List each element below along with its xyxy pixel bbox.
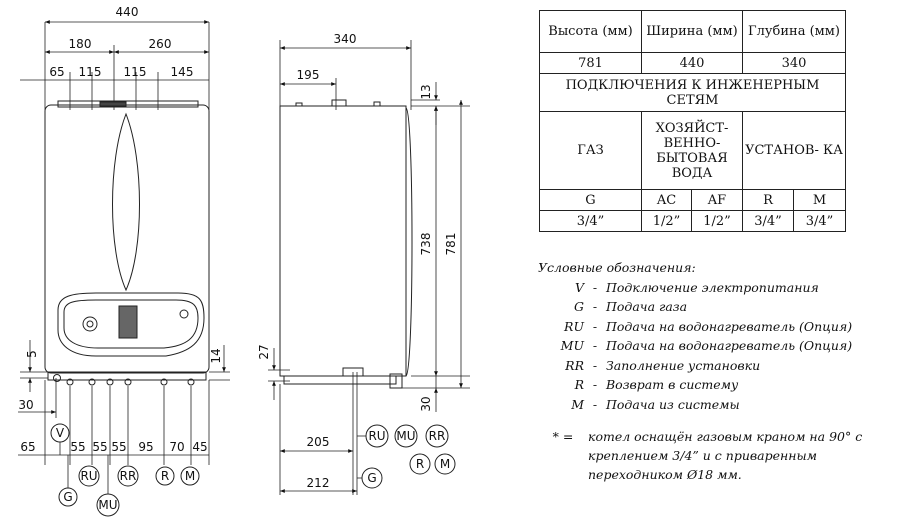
legend-code: V [574,279,584,295]
conn-side-m: M [440,457,450,471]
legend-code: RU [564,318,584,334]
conn-side-rr: RR [429,429,446,443]
size-r: 3/4” [742,210,794,232]
conn-side-g: G [367,471,376,485]
col-gas: ГАЗ [539,111,642,190]
conn-r: R [161,469,169,483]
legend-desc: Возврат в систему [606,377,739,392]
conn-mu: MU [98,498,117,512]
connections-title: ПОДКЛЮЧЕНИЯ К ИНЖЕНЕРНЫМ СЕТЯМ [538,73,847,112]
legend-code: G [574,299,584,314]
conn-side-r: R [416,457,424,471]
size-g: 3/4” [539,210,642,232]
value-depth: 340 [741,52,847,74]
legend-desc: Подача на водонагреватель (Опция) [606,338,853,353]
legend-code: MU [560,338,584,353]
dim-side-195: 195 [297,68,320,82]
table-row: ГАЗ ХОЗЯЙСТ- ВЕННО- БЫТОВАЯ ВОДА УСТАНОВ… [539,111,847,190]
dim-side-13: 13 [419,84,433,99]
front-view [18,20,230,517]
legend-desc: Подключение электропитания [606,279,819,295]
dim-side-30: 30 [419,396,433,411]
dim-side-781: 781 [444,233,458,256]
value-height: 781 [539,52,642,74]
dim-left-65: 65 [20,440,35,454]
dim-bottom-2: 55 [92,440,107,454]
dim-left-5: 5 [25,350,39,358]
list-item: RR-Заполнение установки [538,356,908,376]
code-af: AF [691,189,743,211]
dim-left-half: 180 [69,37,92,51]
legend-desc: Подача газа [606,299,688,314]
list-item: MU-Подача на водонагреватель (Опция) [538,336,908,356]
technical-drawing: 440 180 260 65 115 115 145 5 30 65 14 55… [18,5,470,517]
legend-code: M [571,396,584,412]
list-item: R-Возврат в систему [538,375,908,395]
conn-ru: RU [80,469,97,483]
table-row: Высота (мм) Ширина (мм) Глубина (мм) [539,10,847,53]
legend-desc: Заполнение установки [606,357,761,373]
dim-side-738: 738 [419,233,433,256]
legend-code: RR [565,357,584,373]
note-text: котел оснащён газовым краном на 90° с кр… [588,429,863,482]
header-width: Ширина (мм) [641,10,743,53]
legend-title: Условные обозначения: [538,260,696,275]
table-row: 3/4” 1/2” 1/2” 3/4” 3/4” [539,210,847,232]
value-width: 440 [641,52,743,74]
legend: Условные обозначения: V-Подключение элек… [538,258,908,484]
conn-m: M [185,469,195,483]
table-row: G AC AF R M [539,189,847,211]
header-height: Высота (мм) [539,10,642,53]
legend-code: R [574,377,584,392]
conn-side-ru: RU [368,429,385,443]
size-ac: 1/2” [641,210,692,232]
side-view [268,40,470,495]
list-item: V-Подключение электропитания [538,278,908,298]
code-m: M [792,189,847,211]
list-item: M-Подача из системы [538,395,908,415]
table-row: ПОДКЛЮЧЕНИЯ К ИНЖЕНЕРНЫМ СЕТЯМ [538,73,847,112]
header-depth: Глубина (мм) [741,10,847,53]
spec-table: Высота (мм) Ширина (мм) Глубина (мм) 781… [538,10,847,232]
dim-side-205: 205 [307,435,330,449]
dim-bottom-1: 55 [70,440,85,454]
dim-left-30: 30 [18,398,33,412]
dim-depth: 340 [334,32,357,46]
dim-top-4: 145 [171,65,194,79]
legend-desc: Подача из системы [606,396,740,412]
dim-side-212: 212 [307,476,330,490]
conn-side-mu: MU [396,429,415,443]
dim-top-1: 65 [49,65,64,79]
code-ac: AC [641,189,692,211]
size-af: 1/2” [691,210,743,232]
code-r: R [742,189,794,211]
conn-rr: RR [120,469,137,483]
dim-bottom-5: 70 [169,440,184,454]
legend-desc: Подача на водонагреватель (Опция) [606,318,853,334]
conn-g: G [63,490,72,504]
dim-bottom-6: 45 [192,440,207,454]
code-g: G [539,189,642,211]
dim-top-3: 115 [124,65,147,79]
col-dhw: ХОЗЯЙСТ- ВЕННО- БЫТОВАЯ ВОДА [641,111,743,190]
dim-right-half: 260 [149,37,172,51]
size-m: 3/4” [792,210,847,232]
dim-overall-width: 440 [116,5,139,19]
dim-top-2: 115 [79,65,102,79]
list-item: G-Подача газа [538,297,908,317]
legend-note: * = котел оснащён газовым краном на 90° … [538,427,908,484]
list-item: RU-Подача на водонагреватель (Опция) [538,317,908,337]
col-install: УСТАНОВ- КА [741,111,847,190]
conn-v: V [56,426,65,440]
note-star: * = [552,429,574,444]
dim-side-27: 27 [257,344,271,359]
table-row: 781 440 340 [539,52,847,74]
dim-bottom-4: 95 [138,440,153,454]
dim-right-14: 14 [209,348,223,363]
dim-bottom-3: 55 [111,440,126,454]
